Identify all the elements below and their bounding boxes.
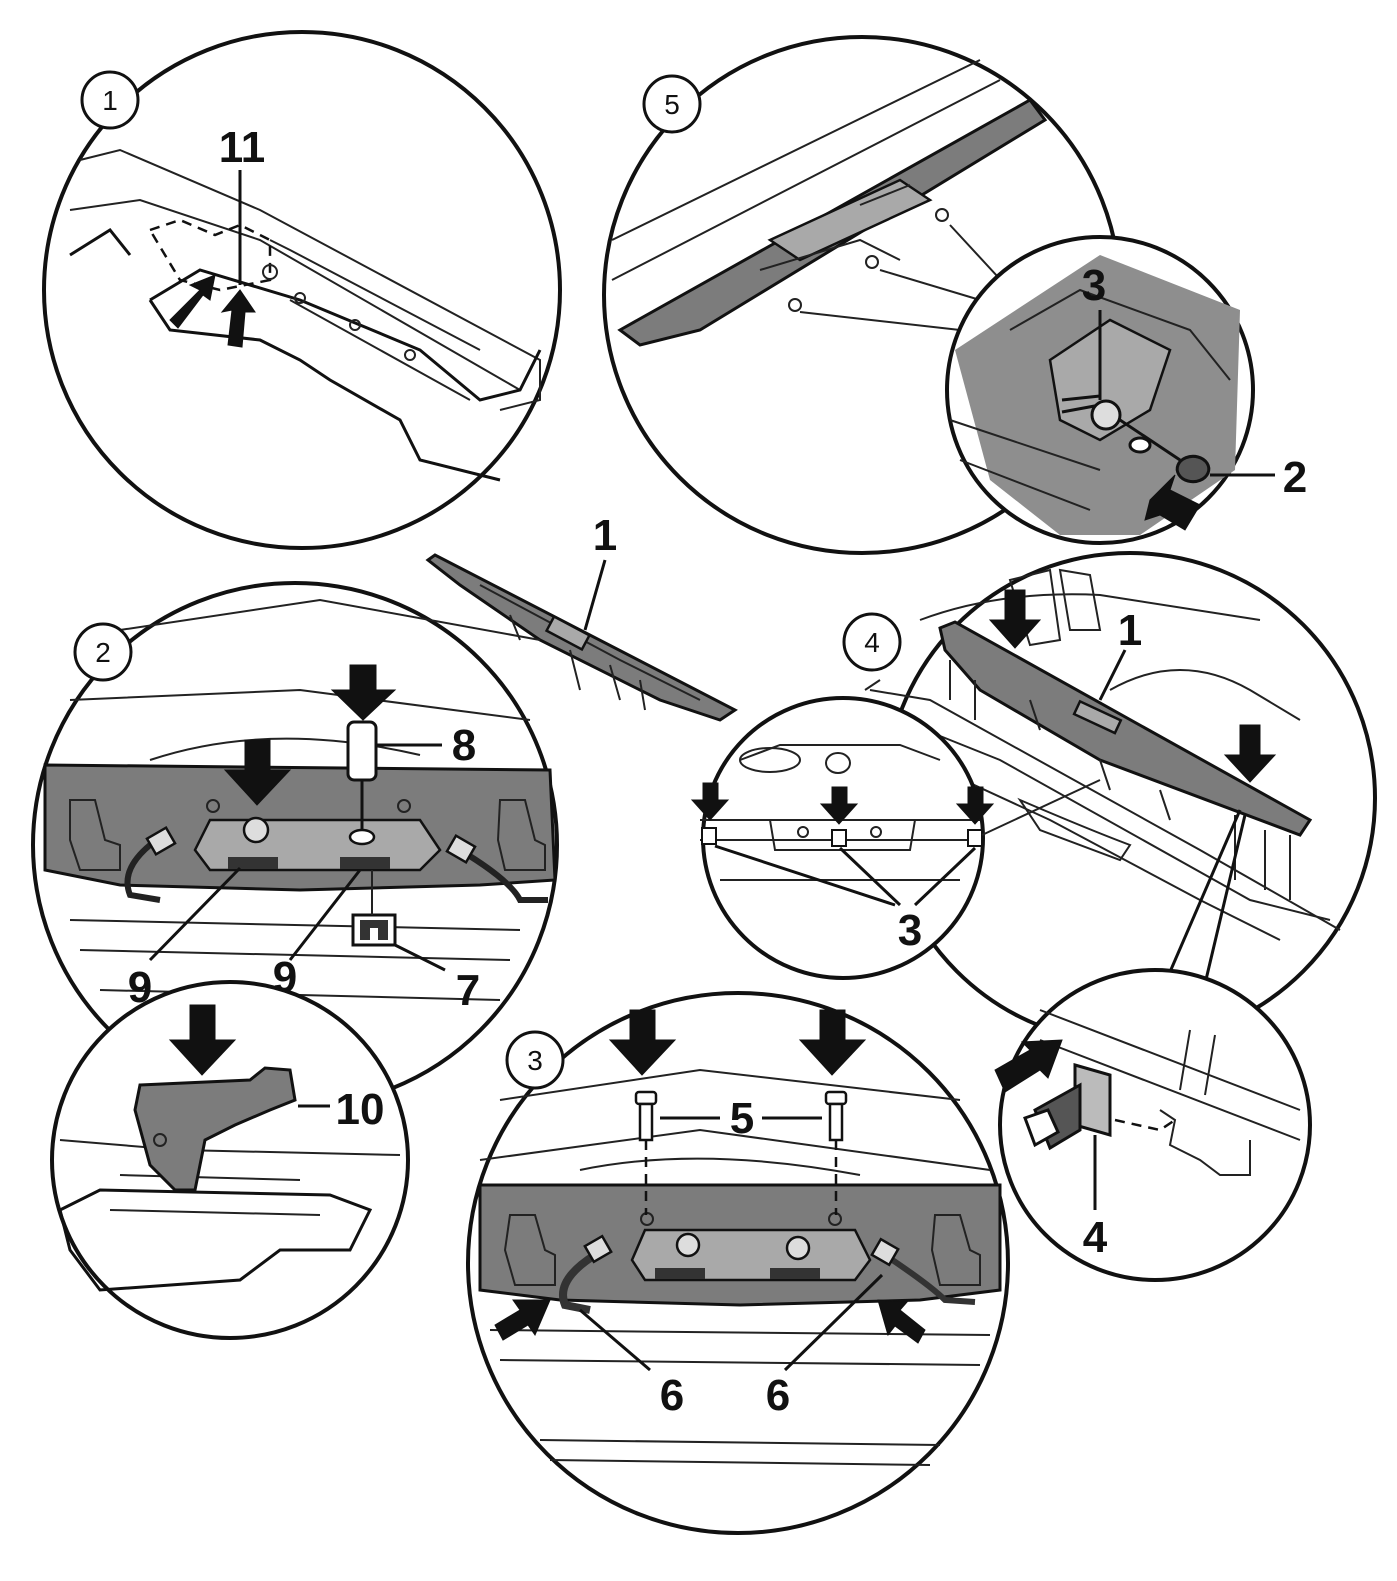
part-label-1-view4: 1 [1118, 606, 1142, 655]
detail-view-5-zoom [945, 235, 1275, 545]
part-label-5: 5 [730, 1094, 754, 1143]
circle-number-5-ring [642, 74, 702, 134]
part-label-11: 11 [219, 123, 266, 172]
part-label-6-right: 6 [766, 1371, 790, 1420]
circle-number-1: 1 [102, 85, 118, 116]
circle-number-3: 3 [527, 1045, 543, 1076]
detail-view-3 [466, 991, 1010, 1535]
detail-view-4-zoom-bottom [994, 968, 1312, 1282]
part-label-3-view4: 3 [898, 906, 922, 955]
part-label-3-zoom: 3 [1082, 261, 1106, 310]
center-part-1 [425, 553, 738, 722]
part-label-4: 4 [1083, 1213, 1108, 1262]
circle-number-1-ring [80, 70, 140, 130]
circle-number-4: 4 [864, 627, 880, 658]
circle-number-5: 5 [664, 89, 680, 120]
part-label-2: 2 [1283, 453, 1307, 502]
part-label-7: 7 [456, 966, 480, 1015]
part-label-6-left: 6 [660, 1371, 684, 1420]
circle-number-3-ring [505, 1030, 565, 1090]
part-label-10: 10 [336, 1085, 385, 1134]
part-label-8: 8 [452, 721, 476, 770]
detail-view-4 [864, 551, 1377, 1045]
detail-view-2 [31, 581, 559, 1109]
part-label-1-center: 1 [593, 511, 617, 560]
circle-number-2: 2 [95, 637, 111, 668]
circle-number-4-ring [842, 612, 902, 672]
detail-view-10 [50, 980, 410, 1340]
detail-view-1 [42, 30, 562, 550]
detail-view-4-zoom-left [690, 696, 1101, 980]
circle-number-2-ring [73, 622, 133, 682]
